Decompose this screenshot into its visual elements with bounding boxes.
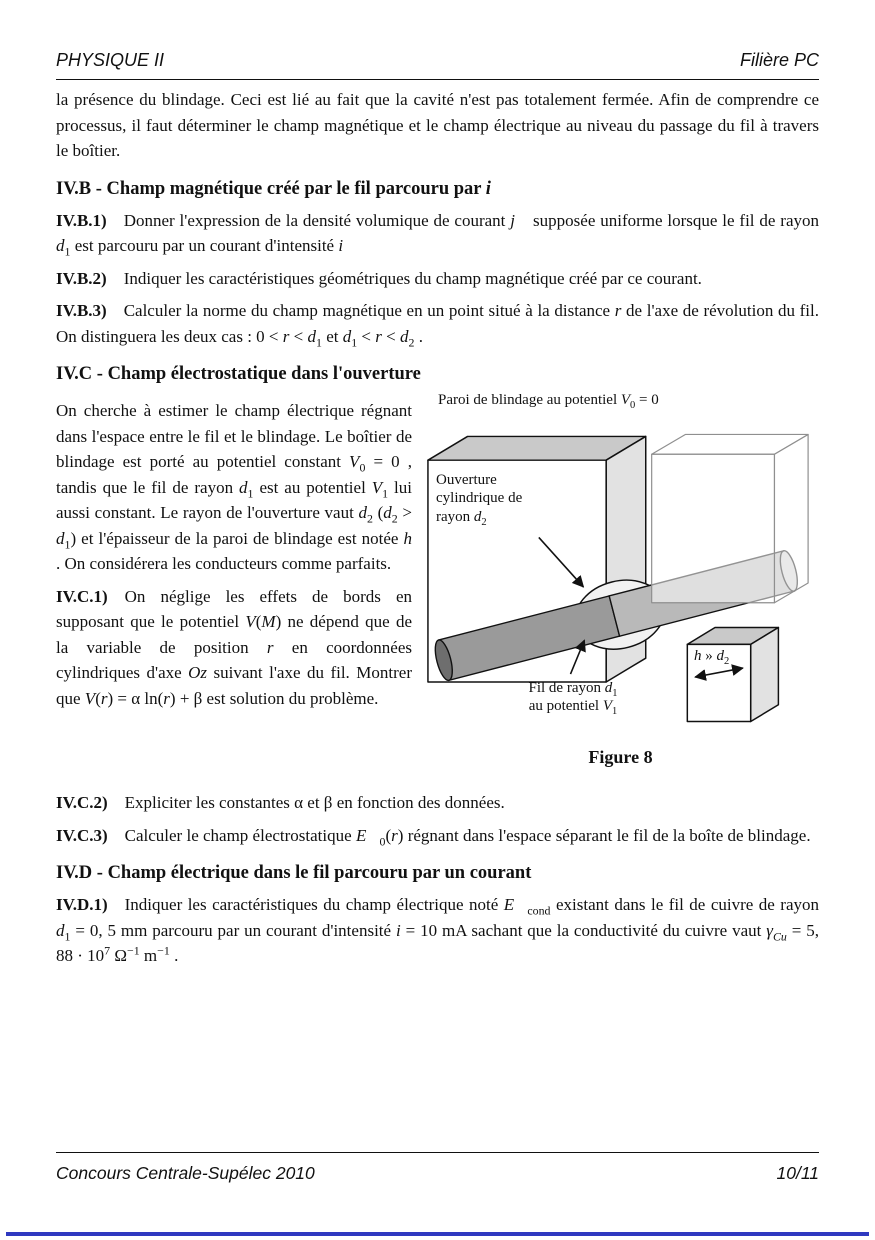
ivc-two-column-row: On cherche à estimer le champ électrique… (56, 391, 819, 783)
figure-caption: Figure 8 (588, 747, 653, 768)
question-ivd1: IV.D.1) Indiquer les caractéristiques du… (56, 895, 820, 966)
spacer-box (651, 433, 809, 604)
page-footer: Concours Centrale-Supélec 2010 10/11 (56, 1152, 819, 1184)
paragraph-ivc-intro: On cherche à estimer le champ électrique… (56, 401, 412, 574)
footer-page-number: 10/11 (776, 1163, 820, 1183)
opening-arrow (538, 536, 585, 588)
ivc-text-column: On cherche à estimer le champ électrique… (56, 391, 412, 783)
question-ivc2: IV.C.2) Expliciter les constantes α et β… (56, 793, 505, 813)
thickness-arrow (694, 664, 744, 681)
section-heading-ivd: IV.D - Champ électrique dans le fil parc… (56, 863, 532, 884)
section-heading-ivb: IV.B - Champ magnétique créé par le fil … (56, 178, 491, 199)
wire-end-cap-left (434, 639, 453, 682)
question-ivb1: IV.B.1) Donner l'expression de la densit… (56, 210, 819, 259)
thickness-box-front-face (686, 643, 752, 723)
section-heading-ivc: IV.C - Champ électrostatique dans l'ouve… (56, 364, 421, 385)
figure-wall-label: Paroi de blindage au potentiel V0 = 0 (438, 392, 659, 412)
header-rule (56, 79, 819, 80)
figure-thickness-label: h » d2 (694, 648, 730, 668)
question-ivc3: IV.C.3) Calculer le champ électrostatiqu… (56, 825, 811, 848)
thickness-box (686, 626, 780, 723)
question-ivb2: IV.B.2) Indiquer les caractéristiques gé… (56, 268, 702, 288)
figure-8: Paroi de blindage au potentiel V0 = 0 (422, 391, 819, 783)
footer-exam-name: Concours Centrale-Supélec 2010 (56, 1163, 315, 1183)
question-ivb3: IV.B.3) Calculer la norme du champ magné… (56, 301, 820, 349)
bottom-edge-line (6, 1232, 869, 1236)
header-subject: PHYSIQUE II (56, 50, 165, 70)
figure-drawing (427, 433, 809, 723)
paragraph-intro: la présence du blindage. Ceci est lié au… (56, 90, 819, 160)
page-header: PHYSIQUE II Filière PC (56, 50, 819, 71)
question-ivc1: IV.C.1) On néglige les effets de bords e… (56, 586, 412, 708)
header-track: Filière PC (739, 50, 819, 70)
thickness-box-side-face (749, 626, 780, 723)
wire-arrow (569, 639, 586, 675)
spacer-box-front-face (651, 453, 776, 604)
spacer-box-side-face (773, 433, 809, 604)
